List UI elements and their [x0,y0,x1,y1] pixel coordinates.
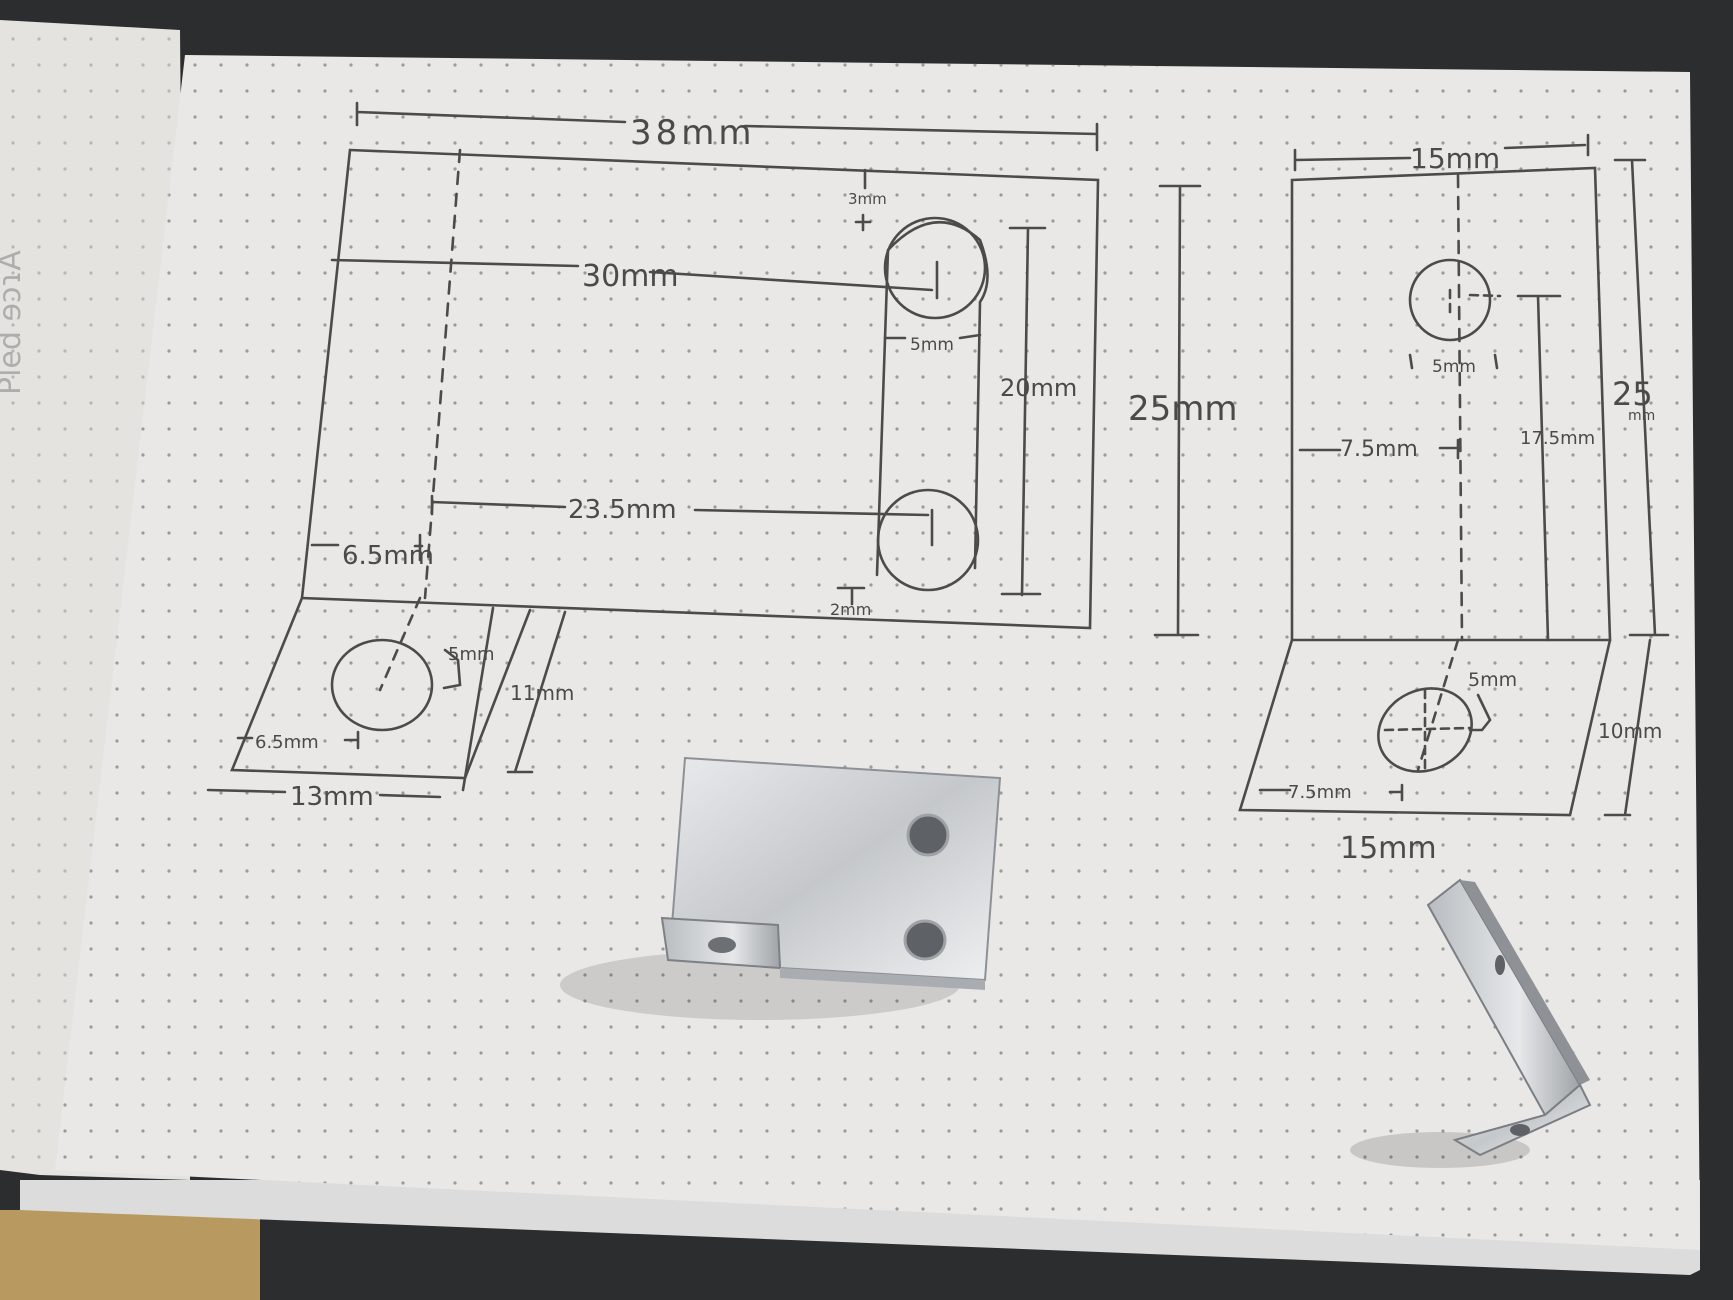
label-side-base-side: 7.5mm [1288,782,1352,803]
label-side-hole-height: 17.5mm [1520,428,1595,449]
label-side-hole: 5mm [1432,357,1476,377]
label-front-height: 25mm [1128,389,1238,429]
bottom-hole-dimension [430,494,930,517]
metal-bracket-side [1350,878,1592,1168]
overall-width-dimension [355,101,1099,152]
label-top-offset: 3mm [848,190,887,208]
label-bottom-hole-distance: 23.5mm [568,495,677,525]
hole-width-dimension [883,333,982,340]
label-side-height-unit: mm [1628,408,1655,424]
label-slot-length: 20mm [1000,374,1077,402]
cork-strip [0,1210,260,1300]
side-base-depth-dimension [1603,638,1652,817]
hole-centers [930,260,939,547]
label-side-base-offset: 5mm [1468,669,1517,691]
label-base-hole-side: 6.5mm [255,732,319,753]
base-tab-outline [230,596,532,780]
base-tab-hole [330,638,434,732]
base-tab-drawing [206,596,567,799]
side-hole-height-dimension [1516,294,1562,642]
label-base-width: 13mm [290,782,374,812]
side-base-hole-center [1383,688,1472,772]
label-base-depth: 11mm [510,681,574,705]
top-hole-dimension [330,258,934,292]
label-left-offset: 6.5mm [342,541,434,571]
side-height-dimension [1613,158,1670,637]
slot-length-dimension [1000,226,1047,597]
top-offset-marker [854,168,872,232]
label-base-hole-offset: 5mm [448,644,495,665]
slot-top-hole [883,216,987,320]
base-side-edge [461,606,495,792]
label-top-hole-distance: 30mm [582,259,679,294]
base-hole-offset-marker [442,648,462,690]
label-hole-diameter: 5mm [910,335,954,355]
base-bend-line [378,596,422,692]
side-base-hole [1377,687,1473,773]
slot-bottom-hole [876,488,980,592]
left-offset-dimension [310,533,424,562]
front-height-dimension [1153,184,1202,637]
side-view-drawing [1238,133,1670,817]
front-plate-outline [300,148,1100,630]
label-side-base-width: 15mm [1340,831,1437,866]
label-overall-width: 38mm [630,113,756,153]
label-side-offset: 7.5mm [1340,437,1418,462]
side-base-outline [1238,638,1612,817]
metal-bracket-front [560,756,1002,1020]
side-hole-center [1448,288,1502,314]
side-base-side-dimension [1258,783,1404,802]
side-hole-dimension [1408,353,1499,370]
front-view-drawing [300,101,1202,637]
label-side-width: 15mm [1410,142,1500,175]
label-side-base-depth: 10mm [1598,719,1662,743]
front-bend-line [423,148,462,600]
side-base-offset-marker [1468,693,1492,732]
base-depth-dimension [506,610,567,774]
side-offset-dimension [1298,438,1460,460]
side-hole [1408,258,1492,342]
side-width-dimension [1293,133,1590,172]
bottom-offset-marker [836,586,866,606]
spine-text: Pled ɘɔɿA [0,250,28,395]
label-side-height: 25 [1612,375,1653,413]
side-center-line [1456,173,1464,642]
base-width-dimension [206,788,442,799]
base-hole-side-dimension [236,730,360,750]
label-bottom-offset: 2mm [830,600,871,619]
handwritten-labels: 38mm 3mm 30mm 5mm 20mm 23.5mm 2mm 6.5mm … [255,113,1662,866]
